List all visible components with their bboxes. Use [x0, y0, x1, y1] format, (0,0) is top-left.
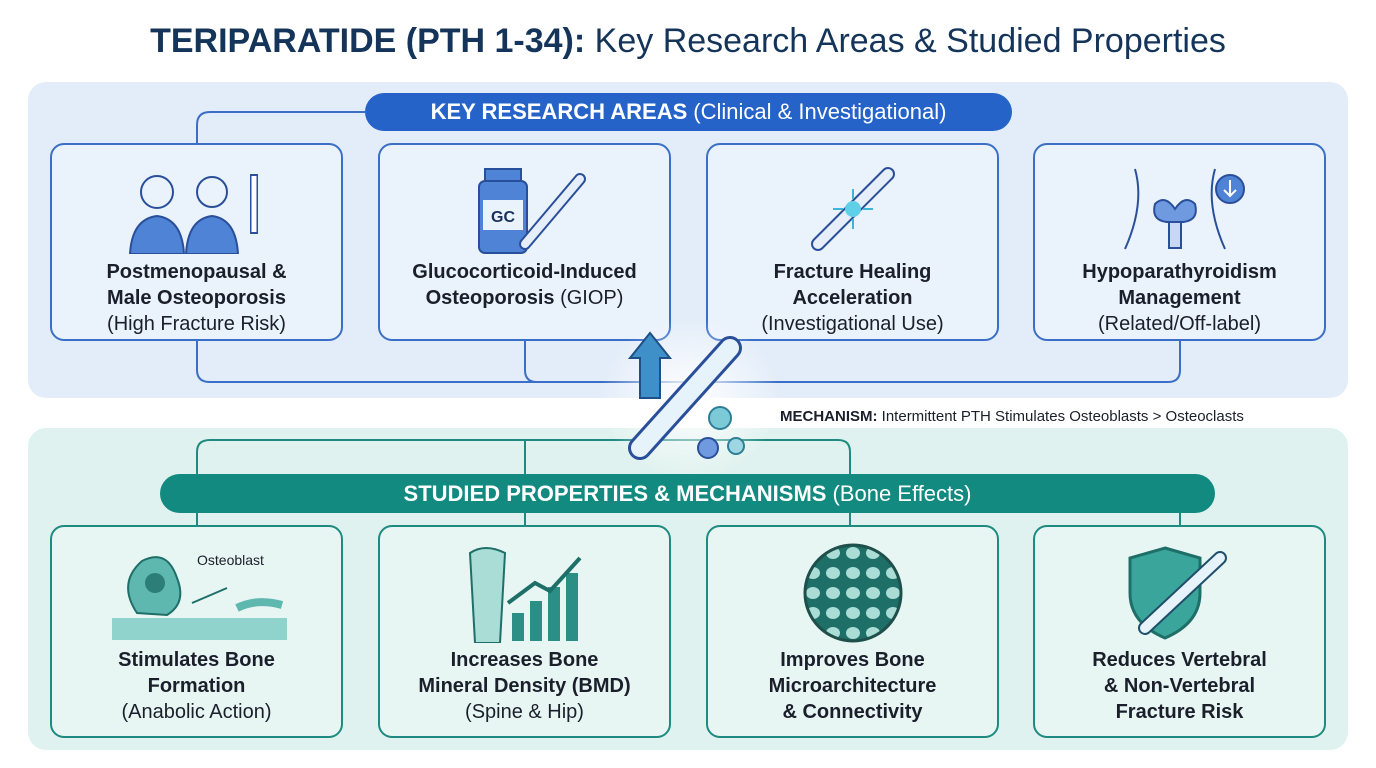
studied-properties-header: STUDIED PROPERTIES & MECHANISMS(Bone Eff… — [160, 474, 1215, 513]
research-areas-header: KEY RESEARCH AREAS(Clinical & Investigat… — [365, 93, 1012, 131]
card-bone-formation: Osteoblast Stimulates Bone Formation (An… — [50, 525, 343, 738]
card-subtitle: (High Fracture Risk) — [107, 313, 286, 335]
card-title-line: Microarchitecture — [768, 675, 937, 697]
card-subtitle: (Anabolic Action) — [121, 701, 272, 723]
card-title-line: Glucocorticoid-Induced — [412, 261, 637, 283]
card-title-line: Hypoparathyroidism — [1082, 261, 1277, 283]
gc-label: GC — [491, 209, 515, 226]
card-subtitle: (GIOP) — [560, 287, 624, 309]
header-bold: KEY RESEARCH AREAS — [430, 99, 688, 124]
card-title-line: Osteoporosis — [425, 287, 555, 309]
card-title-line: Increases Bone — [450, 649, 599, 671]
mechanism-label: MECHANISM: — [780, 408, 878, 425]
glucocorticoid-bottle-icon: GC — [455, 159, 595, 259]
card-title-line: Acceleration — [792, 287, 913, 309]
card-hypoparathyroidism: Hypoparathyroidism Management (Related/O… — [1033, 143, 1326, 341]
card-subtitle: (Investigational Use) — [761, 313, 944, 335]
card-giop: GC Glucocorticoid-Induced Osteoporosis (… — [378, 143, 671, 341]
card-fracture-risk: Reduces Vertebral & Non-Vertebral Fractu… — [1033, 525, 1326, 738]
card-subtitle: (Spine & Hip) — [465, 701, 584, 723]
card-title-line: Male Osteoporosis — [107, 287, 286, 309]
card-bmd: Increases Bone Mineral Density (BMD) (Sp… — [378, 525, 671, 738]
thyroid-icon — [1105, 159, 1255, 259]
card-fracture-healing: Fracture Healing Acceleration (Investiga… — [706, 143, 999, 341]
mechanism-note: MECHANISM: Intermittent PTH Stimulates O… — [780, 408, 1244, 425]
header-rest: (Bone Effects) — [832, 480, 972, 506]
osteoblast-label: Osteoblast — [197, 552, 264, 568]
card-title-line: Fracture Healing — [773, 261, 932, 283]
osteoblast-icon: Osteoblast — [97, 539, 297, 647]
microarchitecture-icon — [803, 539, 903, 647]
mechanism-text: Intermittent PTH Stimulates Osteoblasts … — [881, 408, 1244, 425]
card-subtitle: (Related/Off-label) — [1097, 313, 1262, 335]
card-title-line: Mineral Density (BMD) — [418, 675, 631, 697]
healing-bone-icon — [803, 159, 903, 259]
title-bold: TERIPARATIDE (PTH 1-34): — [150, 22, 586, 60]
card-postmenopausal-osteoporosis: Postmenopausal & Male Osteoporosis (High… — [50, 143, 343, 341]
card-title-line: & Connectivity — [782, 701, 923, 723]
card-title-line: Stimulates Bone — [118, 649, 275, 671]
card-title-line: Reduces Vertebral — [1092, 649, 1267, 671]
bone-density-chart-icon — [460, 539, 590, 647]
card-title-line: Formation — [147, 675, 246, 697]
title-rest: Key Research Areas & Studied Properties — [594, 22, 1226, 60]
header-rest: (Clinical & Investigational) — [693, 99, 947, 124]
page-title: TERIPARATIDE (PTH 1-34): Key Research Ar… — [0, 22, 1376, 61]
card-title-line: Fracture Risk — [1115, 701, 1244, 723]
card-title-line: Postmenopausal & — [106, 261, 287, 283]
card-microarchitecture: Improves Bone Microarchitecture & Connec… — [706, 525, 999, 738]
card-title-line: Management — [1118, 287, 1241, 309]
shield-bone-icon — [1125, 539, 1235, 647]
patients-fracture-icon — [122, 159, 272, 259]
card-title-line: Improves Bone — [780, 649, 925, 671]
bone-arrow-cells-icon — [600, 318, 780, 478]
header-bold: STUDIED PROPERTIES & MECHANISMS — [403, 480, 827, 506]
card-title-line: & Non-Vertebral — [1103, 675, 1256, 697]
